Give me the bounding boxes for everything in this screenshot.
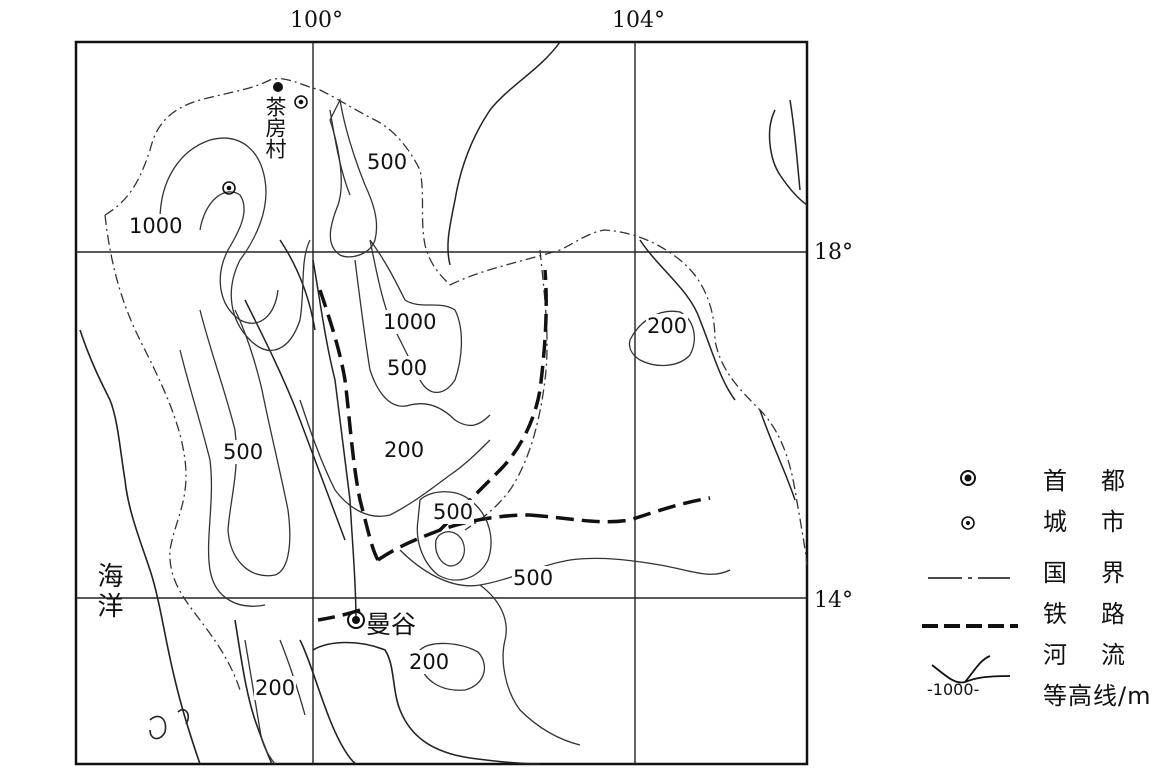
contour-label: 200 (408, 650, 451, 674)
national-border (104, 78, 808, 691)
contour-lines (159, 97, 731, 765)
legend-symbols (922, 470, 1018, 684)
capital-label: 曼谷 (366, 610, 417, 639)
coastline (79, 329, 541, 765)
lat-label-18: 18° (814, 240, 853, 265)
legend-contour-text: 等高线/m (1043, 682, 1152, 710)
map-legend: 首都 城市 国界 铁路 河流 -1000- 等高线/m (925, 455, 1171, 710)
contour-label: 500 (222, 440, 265, 464)
legend-contour-sample: -1000- (927, 680, 980, 699)
village-dot (273, 82, 283, 92)
lon-label-100: 100° (290, 8, 343, 33)
village-label: 茶房村 (263, 96, 287, 159)
lon-label-104: 104° (612, 8, 665, 33)
lat-label-14: 14° (814, 588, 853, 613)
legend-border-text: 国界 (1043, 559, 1159, 587)
contour-label: 500 (512, 566, 555, 590)
legend-border: 国界 (925, 547, 1171, 588)
contour-label: 500 (432, 500, 475, 524)
contour-label: 500 (366, 150, 409, 174)
legend-capital-text: 首都 (1043, 467, 1159, 495)
ocean-label: 海洋 (93, 562, 123, 622)
contour-label: 200 (646, 314, 689, 338)
city-symbols (222, 95, 308, 195)
legend-capital: 首都 (925, 455, 1171, 496)
legend-river: 河流 (925, 629, 1171, 670)
contour-label: 1000 (128, 214, 184, 238)
graticule (76, 42, 807, 764)
contour-label: 200 (254, 676, 297, 700)
legend-city-text: 城市 (1043, 508, 1159, 536)
contour-label: 500 (386, 356, 429, 380)
contour-label: 1000 (382, 310, 438, 334)
legend-city: 城市 (925, 496, 1171, 537)
legend-railway: 铁路 (925, 588, 1171, 629)
rivers (244, 41, 808, 621)
map-frame (74, 40, 809, 766)
legend-railway-text: 铁路 (1043, 600, 1159, 628)
legend-river-text: 河流 (1043, 641, 1159, 669)
capital-symbol (347, 611, 365, 629)
legend-contour: -1000- 等高线/m (925, 670, 1171, 711)
contour-label: 200 (383, 438, 426, 462)
